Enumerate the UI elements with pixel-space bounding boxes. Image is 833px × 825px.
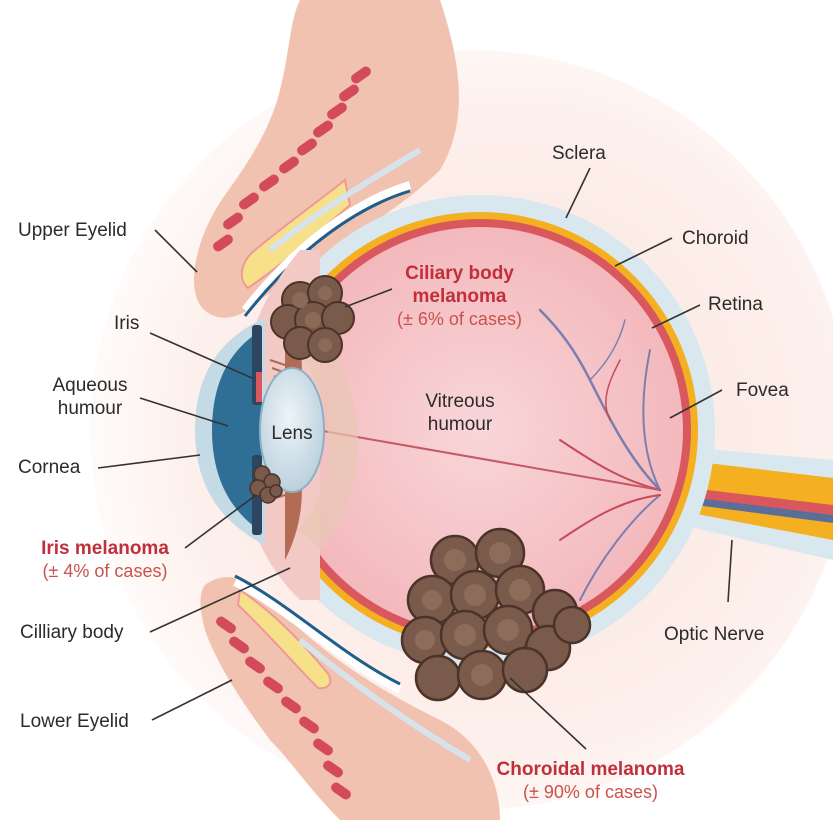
label-optic-nerve: Optic Nerve — [664, 623, 764, 646]
label-lower-eyelid: Lower Eyelid — [20, 710, 129, 733]
label-sclera: Sclera — [552, 142, 606, 165]
label-fovea: Fovea — [736, 379, 789, 402]
label-cilliary-body: Cilliary body — [20, 621, 123, 644]
label-cornea: Cornea — [18, 456, 80, 479]
label-choroidal-melanoma: Choroidal melanoma (± 90% of cases) — [478, 758, 703, 804]
label-iris: Iris — [114, 312, 139, 335]
label-iris-melanoma: Iris melanoma (± 4% of cases) — [15, 537, 195, 583]
label-aqueous-humour: Aqueoushumour — [40, 374, 140, 420]
label-upper-eyelid: Upper Eyelid — [18, 219, 127, 242]
label-ciliary-body-melanoma: Ciliary body melanoma (± 6% of cases) — [372, 262, 547, 331]
label-choroid: Choroid — [682, 227, 749, 250]
label-vitreous-humour: Vitreoushumour — [400, 390, 520, 436]
label-lens: Lens — [262, 422, 322, 445]
label-retina: Retina — [708, 293, 763, 316]
